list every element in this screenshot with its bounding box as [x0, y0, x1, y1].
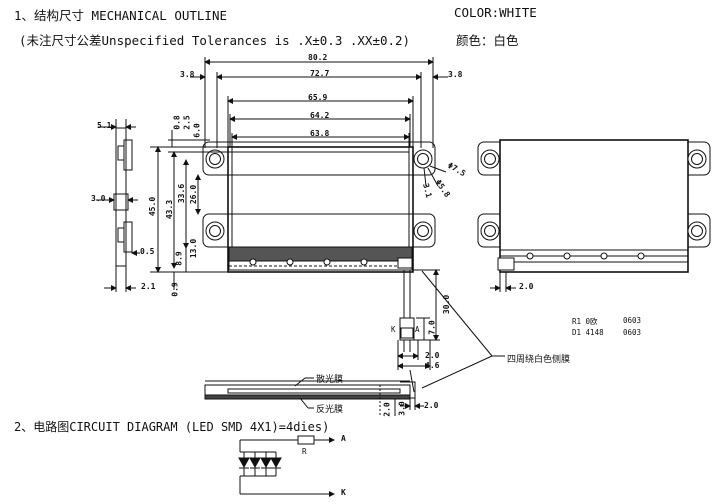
led-4: [270, 452, 282, 476]
callout-side-film: 四周绕白色侧膜: [507, 355, 571, 365]
tolerance-note: (未注尺寸公差Unspecified Tolerances is .X±0.3 …: [19, 33, 411, 48]
dim-80-2: 80.2: [308, 53, 328, 62]
dim-26-0: 26.0: [189, 184, 199, 205]
dim-bot-2-0b: 2.0: [424, 401, 439, 410]
dim-2-5: 2.5: [182, 115, 192, 130]
dim-65-9: 65.9: [308, 93, 328, 102]
dim-3-8-right: 3.8: [448, 70, 463, 79]
dim-3-8-left: 3.8: [180, 70, 195, 79]
dim-cable-2: 2.0: [425, 351, 440, 360]
led-2: [249, 452, 261, 476]
d1-name: D1 4148: [572, 328, 604, 337]
dim-72-7: 72.7: [310, 69, 330, 78]
resistor-label: R: [302, 447, 307, 456]
dim-side-3-0: 3.0: [91, 194, 106, 203]
dim-13-0: 13.0: [189, 238, 199, 259]
label-k: K: [391, 325, 396, 334]
dim-side-2-1: 2.1: [141, 282, 156, 291]
led-array: [238, 452, 282, 476]
dim-cable-7: 7.0: [427, 320, 437, 335]
r1-name: R1 0欧: [572, 317, 598, 326]
section1-title: 1、结构尺寸 MECHANICAL OUTLINE: [14, 8, 228, 23]
circuit-diagram: [239, 435, 335, 497]
dim-43-3: 43.3: [165, 199, 175, 220]
label-a: A: [415, 325, 420, 334]
dim-8-9: 8.9: [174, 251, 184, 266]
r1-pkg: 0603: [623, 316, 642, 325]
color-cn: 颜色：白色: [456, 33, 519, 48]
terminal-k: K: [341, 488, 346, 497]
back-view: [477, 139, 711, 292]
dim-6-0: 6.0: [192, 123, 202, 138]
dim-63-8: 63.8: [310, 129, 330, 138]
dim-right-2-0: 2.0: [519, 282, 534, 291]
callout-diffuser: 散光膜: [316, 375, 344, 385]
dim-cable-30: 30.0: [442, 294, 452, 315]
side-view: [96, 119, 140, 292]
dim-side-5-1: 5.1: [97, 121, 112, 130]
color-en: COLOR:WHITE: [454, 5, 537, 20]
dim-64-2: 64.2: [310, 111, 330, 120]
led-1: [238, 452, 250, 476]
callout-reflector: 反光膜: [316, 405, 344, 415]
led-3: [260, 452, 272, 476]
dim-0-9: 0.9: [170, 282, 180, 297]
dim-side-0-5: 0.5: [140, 247, 155, 256]
dim-bot-3-0: 3.0: [397, 401, 407, 416]
section-view: [204, 270, 505, 416]
dim-bot-2-0a: 2.0: [382, 402, 392, 417]
d1-pkg: 0603: [623, 328, 642, 337]
front-view: [150, 57, 448, 370]
terminal-a: A: [341, 434, 346, 443]
dim-0-8: 0.8: [172, 115, 182, 130]
section2-title: 2、电路图CIRCUIT DIAGRAM (LED SMD 4X1)=4dies…: [14, 420, 330, 434]
dim-cable-4-6: 4.6: [425, 361, 440, 370]
dim-33-6: 33.6: [177, 183, 187, 204]
dim-45-0: 45.0: [148, 196, 158, 217]
